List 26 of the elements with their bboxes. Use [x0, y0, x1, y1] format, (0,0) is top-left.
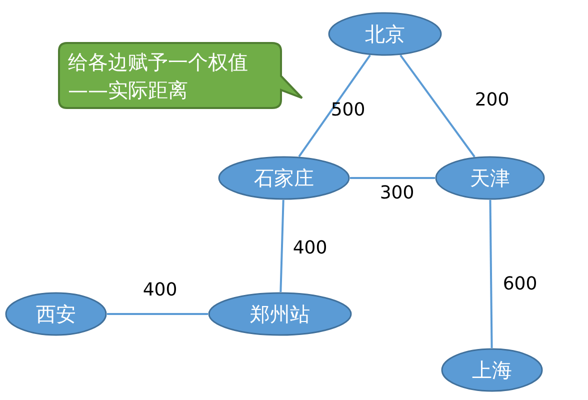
city-name: 上海 [472, 356, 512, 384]
connector-line [298, 54, 371, 158]
edge-label: 300 [380, 182, 414, 204]
speech-bubble [58, 42, 304, 110]
city-name: 西安 [36, 300, 76, 328]
connector-line [107, 313, 208, 315]
city-ellipse [208, 292, 352, 336]
edge-label: 200 [474, 90, 510, 110]
city-ellipse [5, 292, 107, 336]
edge-label: 500 [330, 100, 366, 120]
city-ellipse [441, 348, 543, 392]
connector-line [280, 200, 284, 292]
connector-line [489, 200, 493, 348]
city-name: 郑州站 [250, 300, 310, 328]
city-ellipse [435, 156, 545, 200]
city-name: 天津 [470, 164, 510, 192]
edge-label: 400 [142, 280, 178, 300]
connector-line [400, 54, 476, 158]
connector-line [350, 177, 435, 179]
edge-label: 600 [502, 274, 538, 294]
edge-label: 400 [292, 238, 328, 258]
callout-text: 给各边赋予一个权值——实际距离 [68, 49, 249, 104]
city-name: 北京 [365, 20, 405, 48]
city-ellipse [218, 156, 350, 200]
city-name: 石家庄 [254, 164, 314, 192]
city-ellipse [328, 12, 442, 56]
